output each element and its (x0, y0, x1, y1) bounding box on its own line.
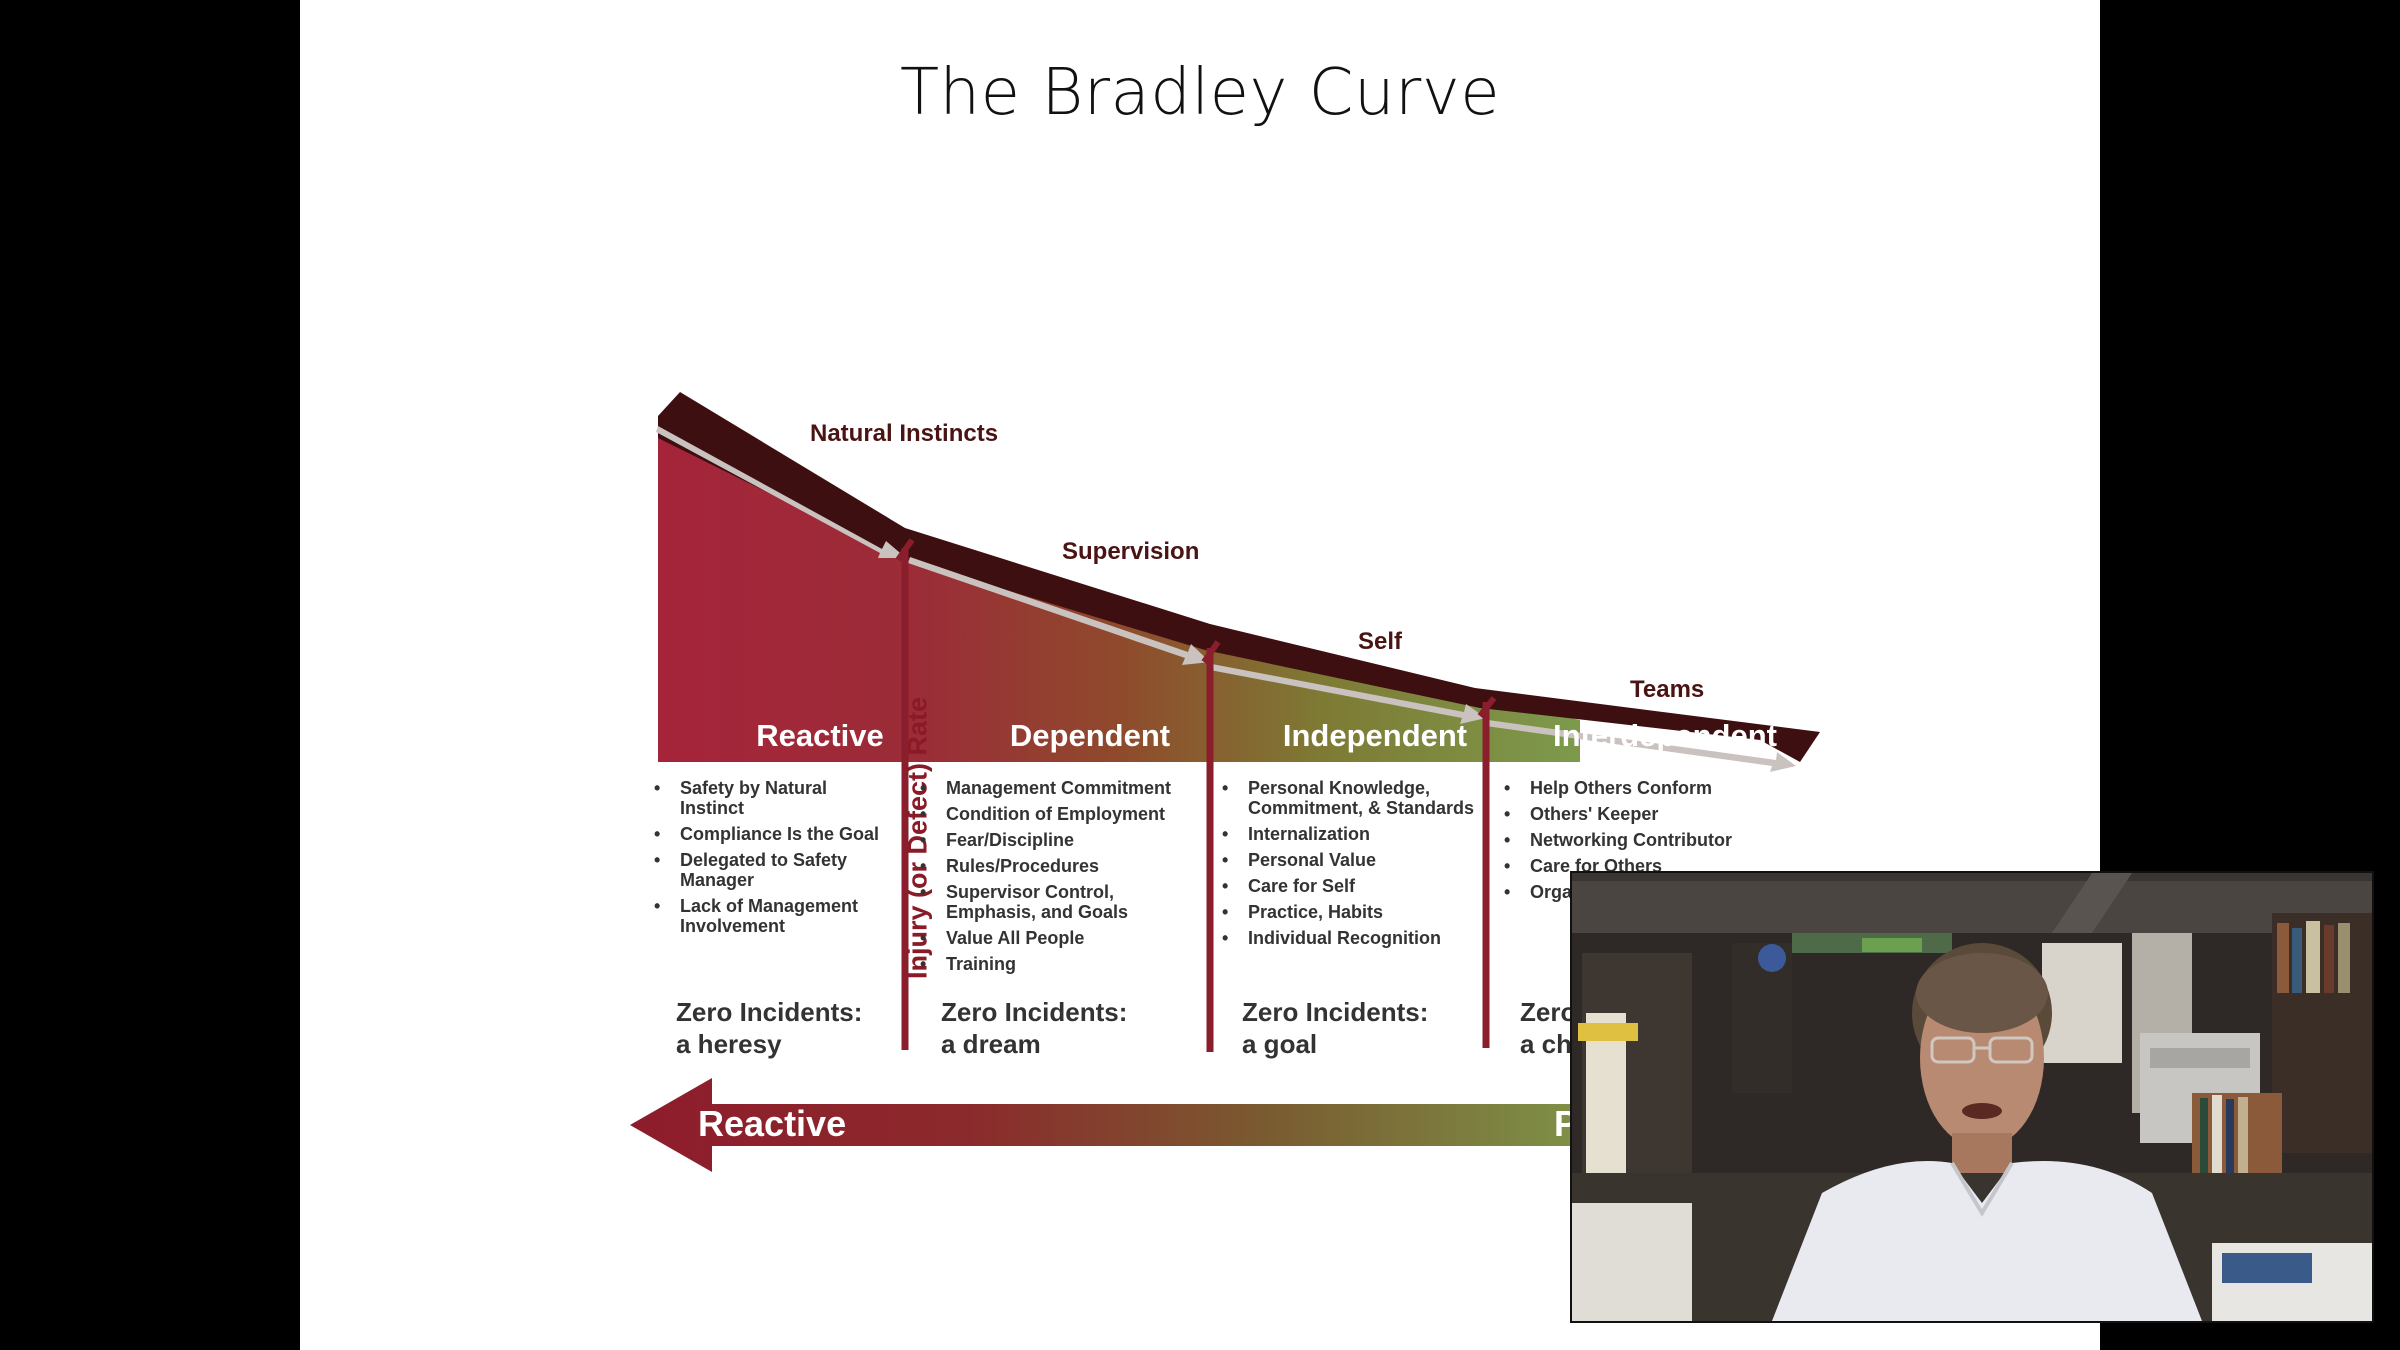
slide: The Bradley Curve (300, 0, 2100, 1350)
list-item: Value All People (920, 928, 1200, 948)
list-item: Practice, Habits (1222, 902, 1484, 922)
curve-label-teams: Teams (1630, 676, 1705, 703)
zero-incidents-independent: Zero Incidents: a goal (1242, 996, 1428, 1060)
list-item: Personal Knowledge, Commitment, & Standa… (1222, 778, 1484, 818)
zero-line1: Zero Incidents: (1242, 997, 1429, 1027)
list-item: Others' Keeper (1504, 804, 1804, 824)
webcam-frame (1572, 873, 2372, 1321)
curve-band (658, 392, 1820, 762)
stage-independent: Independent (1282, 718, 1468, 753)
list-item: Individual Recognition (1222, 928, 1484, 948)
list-item: Compliance Is the Goal (654, 824, 894, 844)
interdependent-bullets: Help Others Conform Others' Keeper Netwo… (1504, 778, 1804, 908)
stage-dividers (901, 548, 1490, 1052)
stage-interdependent: Interdependent (1553, 718, 1777, 753)
continuum-left-label: Reactive (698, 1103, 847, 1144)
zero-incidents-reactive: Zero Incidents: a heresy (676, 996, 862, 1060)
list-item: Training (920, 954, 1200, 974)
list-item: Networking Contributor (1504, 830, 1804, 850)
list-item: Care for Self (1222, 876, 1484, 896)
curve-label-supervision: Supervision (1062, 538, 1200, 565)
zero-incidents-interdependent: Zero a ch (1520, 996, 1576, 1060)
list-item: Personal Value (1222, 850, 1484, 870)
bradley-curve-diagram: Natural Instincts Supervision Self Teams… (300, 0, 2100, 1350)
stage-arrows (656, 426, 1796, 772)
list-item: Delegated to Safety Manager (654, 850, 894, 890)
dependent-bullets: Management Commitment Condition of Emplo… (920, 778, 1200, 980)
list-item: Lack of Management Involvement (654, 896, 894, 936)
zero-line1: Zero (1520, 997, 1577, 1027)
list-item: Safety by Natural Instinct (654, 778, 894, 818)
list-item: Help Others Conform (1504, 778, 1804, 798)
list-item: Condition of Employment (920, 804, 1200, 824)
continuum-arrow (630, 1078, 1600, 1172)
presenter-webcam-video[interactable] (1572, 873, 2372, 1321)
list-item: Orga (1504, 882, 1804, 902)
zero-line2: a ch (1520, 1029, 1573, 1059)
curve-label-natural-instincts: Natural Instincts (810, 420, 999, 447)
list-item: Fear/Discipline (920, 830, 1200, 850)
slide-title: The Bradley Curve (899, 56, 1501, 130)
zero-line2: a heresy (676, 1029, 782, 1059)
list-item: Care for Others (1504, 856, 1804, 876)
zero-incidents-dependent: Zero Incidents: a dream (941, 996, 1127, 1060)
list-item: Management Commitment (920, 778, 1200, 798)
curve-label-self: Self (1358, 628, 1403, 655)
zero-line2: a dream (941, 1029, 1041, 1059)
reactive-bullets: Safety by Natural Instinct Compliance Is… (654, 778, 894, 942)
zero-line1: Zero Incidents: (676, 997, 863, 1027)
list-item: Supervisor Control, Emphasis, and Goals (920, 882, 1200, 922)
stage-reactive: Reactive (756, 718, 884, 753)
independent-bullets: Personal Knowledge, Commitment, & Standa… (1222, 778, 1484, 954)
zero-line2: a goal (1242, 1029, 1318, 1059)
stage-dependent: Dependent (1009, 718, 1171, 753)
list-item: Internalization (1222, 824, 1484, 844)
divider-ticks (895, 538, 1497, 718)
zero-line1: Zero Incidents: (941, 997, 1128, 1027)
list-item: Rules/Procedures (920, 856, 1200, 876)
curve-graphic (630, 392, 1820, 1172)
